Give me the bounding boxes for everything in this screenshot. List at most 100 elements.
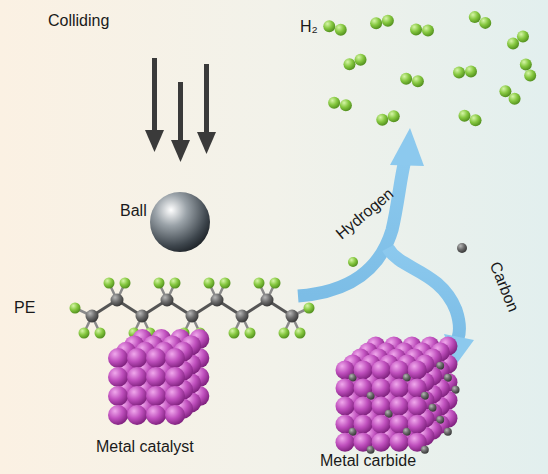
- metal-atom: [146, 348, 166, 368]
- hydrogen-atom: [499, 85, 511, 97]
- hydrogen-atom: [304, 303, 315, 314]
- metal-atom: [165, 348, 185, 368]
- ball-label: Ball: [120, 202, 147, 220]
- metal-atom: [165, 386, 185, 406]
- branch-label: Carbon: [486, 259, 522, 314]
- metal-atom: [390, 397, 409, 416]
- collide-arrows: [145, 58, 216, 162]
- metal-atom: [108, 405, 128, 425]
- metal-atom: [165, 405, 185, 425]
- catalyst-label: Metal catalyst: [96, 438, 194, 456]
- action-label: Colliding: [48, 12, 109, 30]
- metal-atom: [146, 405, 166, 425]
- hydrogen-atom: [254, 278, 265, 289]
- metal-atom: [336, 379, 355, 398]
- metal-atom: [127, 348, 147, 368]
- metal-atom: [354, 361, 373, 380]
- metal-atom: [408, 397, 427, 416]
- carbon-atom: [111, 294, 124, 307]
- hydrogen-atom: [412, 75, 424, 87]
- metal-atom: [408, 415, 427, 434]
- hydrogen-atom: [229, 328, 240, 339]
- hydrogen-atom: [422, 25, 434, 37]
- carbon-atom: [286, 310, 299, 323]
- hydrogen-atom: [370, 17, 382, 29]
- hydrogen-molecules: [323, 11, 536, 126]
- hydrogen-atom: [323, 20, 335, 32]
- hydrogen-atom: [355, 54, 367, 66]
- hydrogen-atom: [295, 328, 306, 339]
- carbon-atom: [186, 310, 199, 323]
- metal-atom: [108, 386, 128, 406]
- hydrogen-atom: [70, 303, 81, 314]
- hydrogen-atom: [270, 278, 281, 289]
- metal-atom: [354, 415, 373, 434]
- hydrogen-atom: [279, 328, 290, 339]
- metal-carbide: [336, 337, 460, 454]
- metal-atom: [108, 367, 128, 387]
- carbon-atom: [86, 310, 99, 323]
- carbide-label: Metal carbide: [320, 452, 416, 470]
- metal-atom: [372, 415, 391, 434]
- hydrogen-atom: [517, 31, 529, 43]
- arrow-heads: [390, 128, 474, 366]
- carbon-atom: [444, 428, 452, 436]
- metal-atom: [127, 367, 147, 387]
- metal-atom: [390, 433, 409, 452]
- split-arrow: [298, 160, 459, 338]
- hydrogen-atom: [507, 37, 519, 49]
- hydrogen-atom: [470, 114, 482, 126]
- polymer-label: PE: [14, 299, 35, 317]
- hydrogen-atom: [154, 278, 165, 289]
- metal-atom: [108, 348, 128, 368]
- hydrogen-atom: [348, 257, 358, 267]
- metal-atom: [146, 367, 166, 387]
- metal-catalyst: [108, 329, 209, 425]
- metal-atom: [127, 405, 147, 425]
- hydrogen-atom: [453, 67, 465, 79]
- hydrogen-atom: [220, 278, 231, 289]
- carbon-atom: [421, 446, 429, 454]
- metal-atom: [408, 361, 427, 380]
- hydrogen-atom: [520, 58, 532, 70]
- metal-atom: [165, 367, 185, 387]
- hydrogen-atom: [469, 11, 481, 23]
- hydrogen-atom: [465, 65, 477, 77]
- metal-atom: [336, 433, 355, 452]
- metal-atom: [127, 386, 147, 406]
- hydrogen-atom: [509, 93, 521, 105]
- hydrogen-atom: [524, 70, 536, 82]
- metal-atom: [336, 397, 355, 416]
- metal-atom: [372, 379, 391, 398]
- hydrogen-atom: [458, 110, 470, 122]
- metal-atom: [354, 397, 373, 416]
- carbon-atom: [261, 294, 274, 307]
- hydrogen-atom: [400, 73, 412, 85]
- hydrogen-atom: [376, 114, 388, 126]
- metal-atom: [390, 379, 409, 398]
- hydrogen-atom: [410, 23, 422, 35]
- metal-atom: [372, 433, 391, 452]
- hydrogen-atom: [479, 17, 491, 29]
- hydrogen-atom: [388, 110, 400, 122]
- hydrogen-atom: [204, 278, 215, 289]
- hydrogen-atom: [170, 278, 181, 289]
- product-label: H₂: [300, 18, 318, 36]
- carbon-atom: [161, 294, 174, 307]
- ball: [150, 192, 210, 252]
- hydrogen-atom: [382, 15, 394, 27]
- carbon-atom: [211, 294, 224, 307]
- carbon-atom: [136, 310, 149, 323]
- hydrogen-atom: [328, 97, 340, 109]
- pe-chain: [70, 278, 315, 339]
- carbon-atom: [457, 243, 467, 253]
- hydrogen-atom: [335, 24, 347, 36]
- hydrogen-atom: [343, 58, 355, 70]
- hydrogen-atom: [245, 328, 256, 339]
- metal-atom: [146, 386, 166, 406]
- hydrogen-atom: [104, 278, 115, 289]
- carbon-atom: [236, 310, 249, 323]
- hydrogen-atom: [120, 278, 131, 289]
- hydrogen-atom: [95, 328, 106, 339]
